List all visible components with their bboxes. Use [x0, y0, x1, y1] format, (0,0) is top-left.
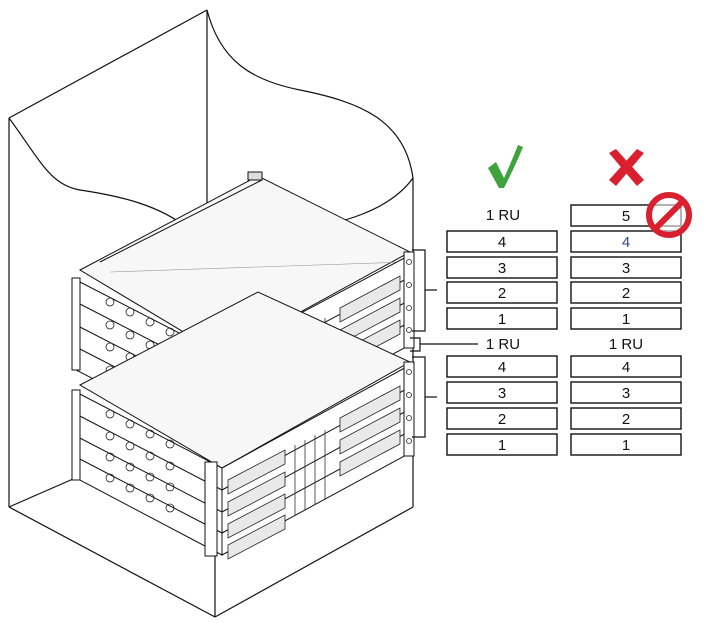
- incorrect-lower-unit-label: 2: [622, 411, 630, 428]
- unit-slot: [446, 230, 558, 253]
- unit-slot: [446, 281, 558, 304]
- incorrect-lower-unit-label: 1: [622, 437, 630, 454]
- unit-slot: [446, 256, 558, 279]
- incorrect-top-unit-label: 1: [622, 311, 630, 328]
- correct-upper-unit-label: 1: [498, 311, 506, 328]
- unit-slot: [570, 381, 682, 404]
- correct-upper-unit-label: 3: [498, 260, 506, 277]
- incorrect-lower-units: [570, 355, 682, 456]
- prohibited-icon: [646, 192, 692, 238]
- unit-slot: [570, 256, 682, 279]
- correct-lower-units: [446, 355, 558, 456]
- correct-lower-unit-label: 3: [498, 385, 506, 402]
- unit-slot: [446, 381, 558, 404]
- unit-slot: [570, 407, 682, 430]
- incorrect-top-units: [570, 204, 682, 330]
- incorrect-top-unit-label: 2: [622, 285, 630, 302]
- correct-upper-unit-label: 4: [498, 234, 506, 251]
- correct-lower-unit-label: 1: [498, 437, 506, 454]
- unit-slot: [570, 355, 682, 378]
- unit-slot: [570, 433, 682, 456]
- unit-slot: [446, 355, 558, 378]
- incorrect-top-unit-label: 5: [622, 208, 630, 225]
- check-mark-icon: [488, 145, 523, 188]
- correct-upper-unit-label: 2: [498, 285, 506, 302]
- cross-mark-icon: [609, 149, 644, 186]
- correct-upper-units: [446, 230, 558, 330]
- correct-lower-unit-label: 2: [498, 411, 506, 428]
- lower-server-group: [71, 291, 415, 560]
- unit-slot: [570, 230, 682, 253]
- unit-slot: [570, 281, 682, 304]
- incorrect-lower-unit-label: 4: [622, 359, 630, 376]
- server-stack: [71, 171, 415, 560]
- incorrect-column: 5 4 3 2 1 1 RU 4 3 2 1: [570, 149, 692, 456]
- unit-slot: [446, 407, 558, 430]
- unit-slot: [446, 433, 558, 456]
- correct-middle-spacer-label: 1 RU: [486, 336, 520, 353]
- unit-slot: [446, 307, 558, 330]
- incorrect-top-unit-label: 4: [622, 234, 630, 251]
- group-brackets: [410, 249, 478, 438]
- correct-lower-unit-label: 4: [498, 359, 506, 376]
- incorrect-lower-unit-label: 3: [622, 385, 630, 402]
- correct-column: 1 RU 4 3 2 1 1 RU 4 3 2 1: [446, 145, 558, 456]
- correct-top-spacer-label: 1 RU: [486, 207, 520, 224]
- incorrect-top-unit-label: 3: [622, 260, 630, 277]
- incorrect-middle-spacer-label: 1 RU: [609, 336, 643, 353]
- unit-slot: [570, 307, 682, 330]
